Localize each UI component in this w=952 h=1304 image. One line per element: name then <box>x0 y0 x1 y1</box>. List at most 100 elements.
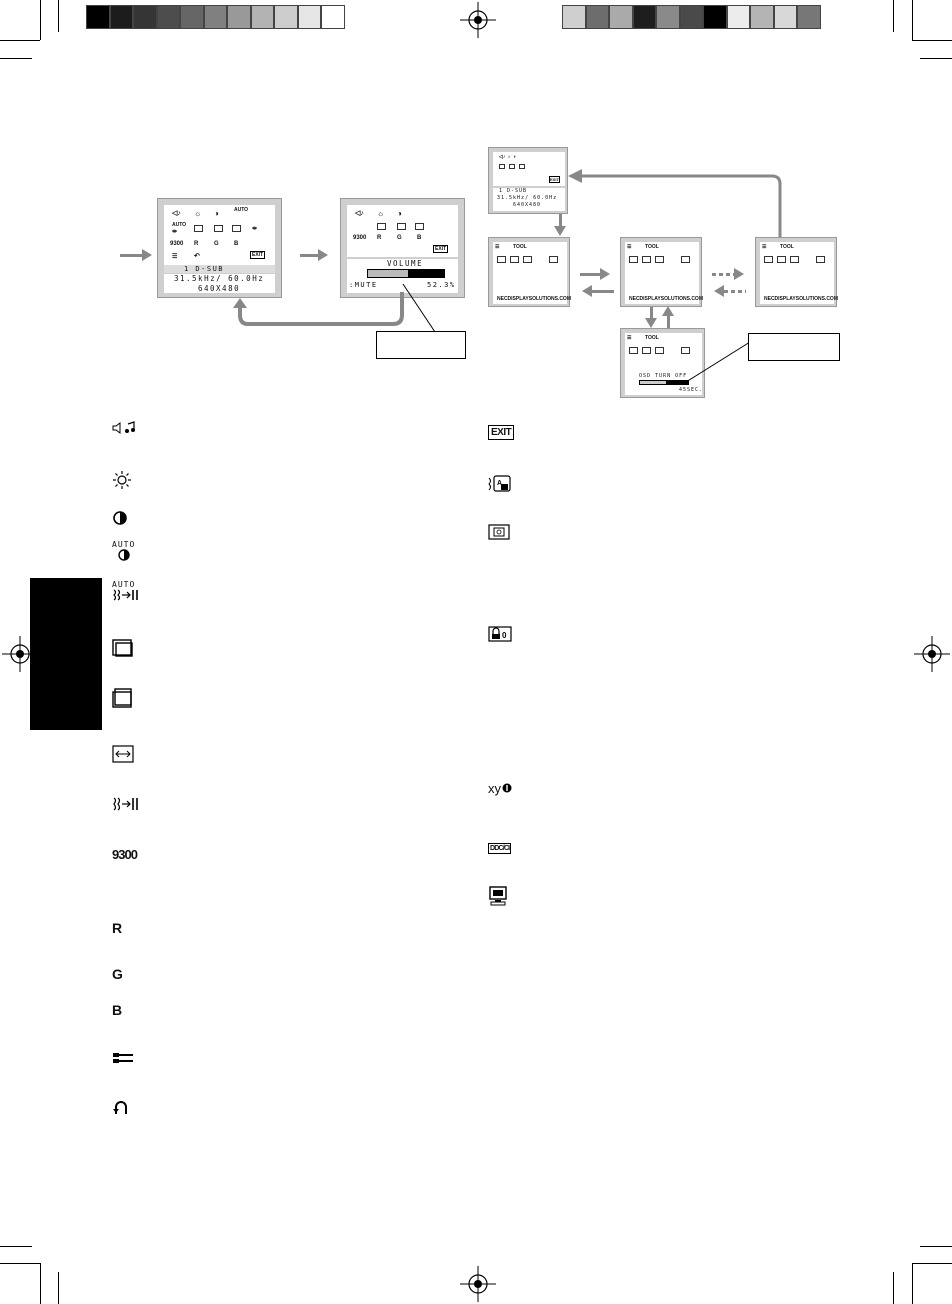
gray-swatch <box>133 5 157 29</box>
osd-turn-off-label: OSD TURN OFF <box>639 373 688 379</box>
red-label: R <box>377 235 382 241</box>
osd-timer-fill <box>640 381 666 384</box>
flow-arrow-down <box>650 307 653 321</box>
crop-mark <box>920 58 952 59</box>
h-size-icon <box>112 742 142 766</box>
mute-label: :MUTE <box>349 281 378 289</box>
tool-title: TOOL <box>645 335 659 341</box>
crop-mark <box>912 1263 952 1264</box>
gray-swatch <box>86 5 110 29</box>
signal-info: 31.5kHz/ 60.0Hz 640X480 <box>164 274 275 293</box>
osd-lock-out-icon: 0 <box>488 622 518 646</box>
left-right-icon <box>112 636 142 660</box>
gray-swatch <box>703 5 727 29</box>
blue-label: B <box>112 1002 123 1018</box>
monitor-info-icon <box>488 884 518 908</box>
resolution-notifier-icon <box>668 347 677 354</box>
down-up-icon <box>112 686 142 710</box>
ddc-ci-icon <box>816 256 825 263</box>
callout-leader <box>685 341 751 383</box>
fine-icon: ⇹ <box>252 226 258 232</box>
flow-arrow-head <box>734 268 744 280</box>
frequency-line: 31.5kHz/ 60.0Hz <box>497 195 558 201</box>
crop-mark <box>0 1246 32 1247</box>
website-url: NECDISPLAYSOLUTIONS.COM <box>764 296 838 302</box>
auto-contrast-label: AUTO <box>234 207 249 213</box>
tool-icon <box>112 1046 142 1070</box>
flow-arrow-head <box>714 285 724 297</box>
input-line: 1 D-SUB <box>499 188 528 194</box>
green-label: G <box>397 235 402 241</box>
flow-arrow-right <box>580 273 602 276</box>
gray-swatch <box>274 5 298 29</box>
exit-icon: EXIT <box>488 420 518 444</box>
tool-icon-row <box>497 256 558 263</box>
flow-arrow-head <box>582 285 592 297</box>
tool-title-icon: ☰ <box>762 244 767 250</box>
gray-swatch <box>109 5 133 29</box>
return-loop-arrow <box>568 169 782 240</box>
svg-text:A: A <box>497 480 502 487</box>
color-9300-label: 9300 <box>353 235 367 241</box>
registration-mark-bottom <box>460 1266 496 1302</box>
flow-arrow-left <box>592 290 614 293</box>
callout-box-left <box>376 331 466 359</box>
callout-box-right <box>748 333 840 361</box>
gray-swatch <box>250 5 274 29</box>
language-icon <box>629 347 638 354</box>
flow-arrow-up <box>667 316 670 328</box>
green-label: G <box>214 241 219 247</box>
gray-swatch <box>203 5 227 29</box>
gray-swatch <box>773 5 797 29</box>
flow-arrow-head <box>554 226 566 236</box>
down-up-icon <box>509 164 515 169</box>
gray-swatch <box>632 5 656 29</box>
crop-mark <box>912 1263 913 1304</box>
osd-turn-off-screen: ☰ TOOL OSD TURN OFF 45SEC. <box>620 328 705 398</box>
resolution-notifier-icon: xy <box>488 776 518 800</box>
svg-text:0: 0 <box>502 631 507 640</box>
resolution-line: 640X480 <box>513 202 542 208</box>
auto-adjust-icon: AUTO <box>112 580 142 608</box>
tool-panel: ☰ TOOL NECDISPLAYSOLUTIONS.COM <box>493 242 571 304</box>
flow-arrow-head <box>662 306 674 316</box>
signal-info: 1 D-SUB 31.5kHz/ 60.0Hz 640X480 <box>493 188 565 211</box>
osd-tool-screen-2: ☰ TOOL NECDISPLAYSOLUTIONS.COM <box>620 237 703 307</box>
h-size-icon <box>415 223 424 230</box>
blue-label: B <box>234 241 239 247</box>
gray-swatch <box>656 5 680 29</box>
frequency-line: 31.5kHz/ 60.0Hz <box>174 274 265 283</box>
ddc-ci-label: DDC/CI <box>488 842 512 854</box>
registration-mark-right <box>914 636 950 672</box>
gray-swatch <box>585 5 609 29</box>
exit-label: EXIT <box>549 176 560 183</box>
ddc-ci-icon <box>681 256 690 263</box>
tool-icon-row <box>629 256 690 263</box>
flow-arrow-head <box>318 249 328 261</box>
tool-icon-row <box>764 256 825 263</box>
osd-tool-screen-1: ☰ TOOL NECDISPLAYSOLUTIONS.COM <box>488 237 571 307</box>
osd-seconds: 45SEC. <box>679 387 704 393</box>
website-url: NECDISPLAYSOLUTIONS.COM <box>497 296 571 302</box>
blue-label: B <box>417 235 422 241</box>
tool-title-icon: ☰ <box>627 244 632 250</box>
gray-swatch <box>156 5 180 29</box>
callout-leader <box>402 283 436 333</box>
osd-icon-area: ◁♪ ☼ ◑ 9300 R G B EXIT <box>347 205 458 257</box>
osd-turn-off-icon <box>510 256 519 263</box>
left-right-icon <box>499 164 505 169</box>
volume-title: VOLUME <box>387 259 424 268</box>
crop-mark <box>0 1263 40 1264</box>
left-right-icon <box>194 225 203 232</box>
auto-contrast-icon: AUTO <box>112 540 142 568</box>
ddc-ci-icon <box>549 256 558 263</box>
osd-lock-out-icon <box>523 256 532 263</box>
input-line: 1 D-SUB <box>184 265 225 273</box>
contrast-icon <box>112 506 142 530</box>
resolution-line: 640X480 <box>198 284 241 293</box>
tool-title: TOOL <box>513 244 527 250</box>
down-up-icon <box>397 223 406 230</box>
tool-panel: ☰ TOOL OSD TURN OFF 45SEC. <box>625 333 702 395</box>
factory-preset-icon <box>112 1096 142 1120</box>
icon-row <box>499 164 525 169</box>
